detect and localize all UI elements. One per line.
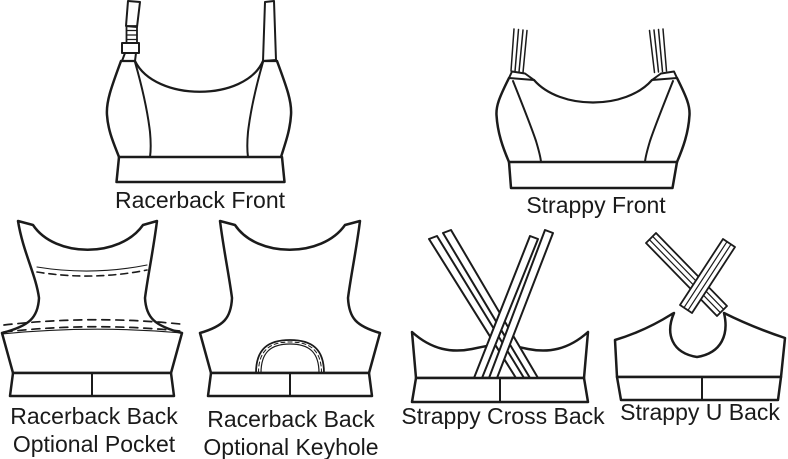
strappy-cross-back-drawing [410, 229, 590, 404]
caption-line-2: Optional Pocket [12, 431, 176, 457]
body-outline-with-teardrop-keyhole [613, 311, 787, 379]
neckline [133, 59, 265, 93]
triple-strap-bundle-right-dividers [683, 241, 732, 311]
upper-seam-stitching [36, 269, 148, 277]
left-strap-upper [125, 0, 141, 28]
pocket-seam-line [1, 328, 183, 335]
keyhole-outer-edge [255, 339, 325, 374]
left-triple-straps [510, 28, 528, 74]
racerback-front-drawing [105, 0, 293, 184]
racerback-back-keyhole-drawing [198, 219, 382, 398]
pocket-opening-stitch-2 [3, 325, 181, 333]
strap-adjuster-rungs [125, 29, 138, 41]
underband [115, 155, 286, 184]
strappy-u-back-drawing [613, 232, 787, 402]
right-side-edge [275, 59, 293, 159]
left-princess-seam [134, 61, 152, 158]
caption-racerback-back-keyhole: Racerback Back Optional Keyhole [203, 405, 378, 459]
pocket-opening-stitch-1 [3, 318, 181, 326]
underband [615, 375, 783, 402]
left-strap-lower [121, 52, 137, 62]
right-princess-seam [644, 80, 674, 163]
keyhole-stitching [258, 341, 322, 374]
caption-racerback-back-pocket: Racerback Back Optional Pocket [10, 402, 177, 458]
body-outline [0, 219, 184, 375]
caption-racerback-front: Racerback Front [114, 187, 286, 213]
body-outline [198, 219, 382, 375]
caption-line-1: Racerback Back [10, 403, 178, 429]
left-princess-seam [512, 80, 542, 163]
strap-adjuster-buckle [121, 42, 140, 54]
right-strap [262, 0, 277, 62]
caption-line-2: Optional Keyhole [203, 434, 379, 459]
keyhole-inner-edge [260, 343, 320, 374]
underband [507, 160, 679, 190]
strappy-front-drawing [495, 28, 691, 190]
right-triple-straps [648, 28, 668, 74]
caption-strappy-cross-back: Strappy Cross Back [401, 403, 605, 429]
right-side-edge [675, 76, 691, 164]
triple-strap-bundle-left-dividers [648, 235, 725, 314]
caption-strappy-u-back: Strappy U Back [620, 399, 780, 425]
neckline [532, 78, 654, 104]
racerback-back-pocket-drawing [0, 219, 184, 398]
left-side-edge [495, 76, 511, 164]
right-strap-attachment [651, 70, 678, 81]
right-princess-seam [246, 61, 264, 158]
caption-line-1: Racerback Back [207, 406, 375, 432]
caption-strappy-front: Strappy Front [526, 192, 666, 218]
left-side-edge [105, 59, 123, 159]
upper-seam-line [36, 264, 148, 272]
left-strap-attachment [508, 70, 535, 81]
